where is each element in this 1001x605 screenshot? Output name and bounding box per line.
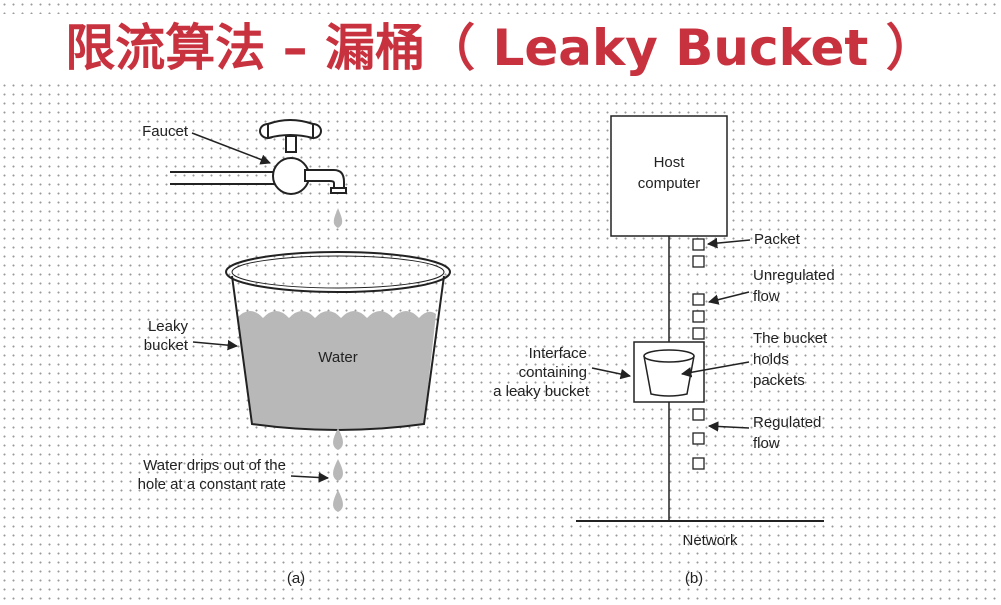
interface-label-line3: a leaky bucket — [493, 383, 590, 400]
leaky-label-line2: bucket — [144, 337, 189, 354]
unregulated-label-line1: Unregulated — [753, 267, 835, 284]
host-label-line2: computer — [638, 175, 701, 192]
packet-icon — [692, 408, 705, 421]
drips-label-line1: Water drips out of the — [143, 457, 286, 474]
figure-a: Faucet Water Leaky bucket Water drips ou… — [138, 119, 451, 587]
water-drop-icon — [333, 428, 343, 450]
page-title: 限流算法 – 漏桶（ Leaky Bucket ） — [0, 14, 1001, 82]
regulated-label-line1: Regulated — [753, 414, 821, 431]
bucket-holds-label-line1: The bucket — [753, 330, 828, 347]
network-label: Network — [682, 532, 738, 549]
page-title-text: 限流算法 – 漏桶（ Leaky Bucket ） — [65, 19, 936, 77]
small-bucket-icon — [643, 349, 695, 397]
packet-icon — [692, 293, 705, 306]
interface-label-line1: Interface — [529, 345, 587, 362]
figure-b: Host computer Network Packet Unregulated… — [493, 115, 835, 587]
drips-label-line2: hole at a constant rate — [138, 476, 286, 493]
water-drop-icon — [333, 490, 343, 512]
packet-icon — [692, 457, 705, 470]
leaky-label-line1: Leaky — [148, 318, 189, 335]
host-computer-box — [610, 115, 728, 237]
unregulated-label-line2: flow — [753, 288, 780, 305]
packet-icon — [692, 432, 705, 445]
packet-icon — [692, 310, 705, 323]
packet-label: Packet — [754, 231, 801, 248]
water-drop-icon — [333, 208, 343, 228]
faucet-icon — [170, 119, 347, 195]
caption-b: (b) — [685, 570, 703, 587]
packet-icon — [692, 327, 705, 340]
caption-a: (a) — [287, 570, 305, 587]
water-label: Water — [318, 349, 357, 366]
bucket-icon — [225, 251, 451, 431]
packet-icon — [692, 255, 705, 268]
packet-icon — [692, 238, 705, 251]
interface-label-line2: containing — [519, 364, 587, 381]
bucket-holds-label-line2: holds — [753, 351, 789, 368]
host-label-line1: Host — [654, 154, 686, 171]
regulated-label-line2: flow — [753, 435, 780, 452]
bucket-holds-label-line3: packets — [753, 372, 805, 389]
water-drop-icon — [333, 459, 343, 481]
faucet-label: Faucet — [142, 123, 189, 140]
